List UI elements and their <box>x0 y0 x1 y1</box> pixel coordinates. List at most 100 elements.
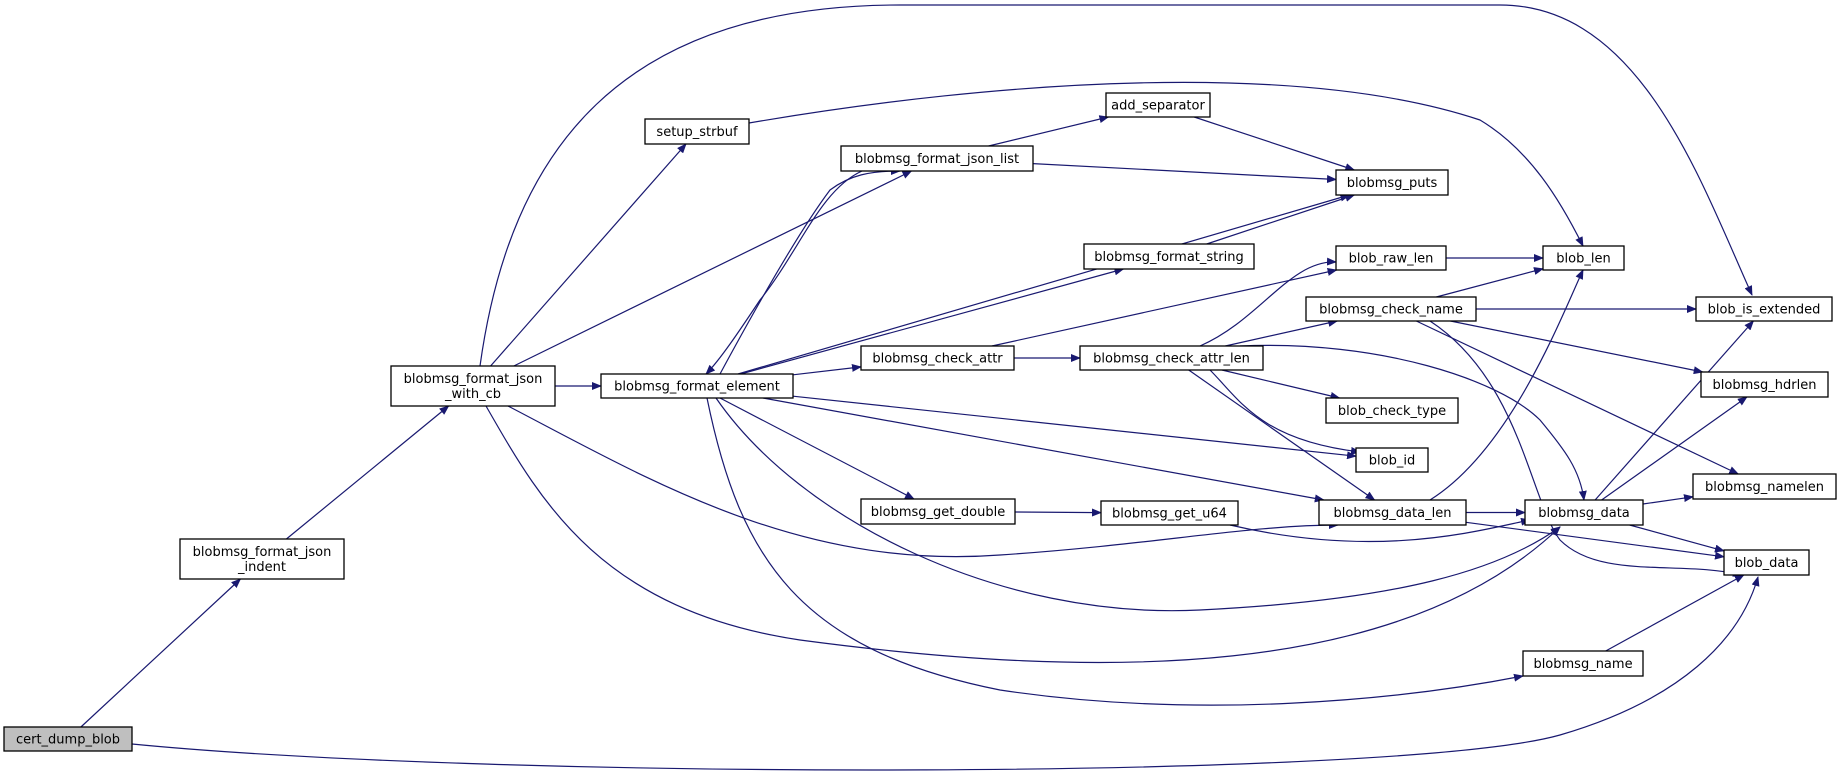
node-box <box>860 498 1016 525</box>
edge-blobmsg_format_string-to-blobmsg_puts <box>1206 194 1356 245</box>
node-blobmsg_data_len[interactable]: blobmsg_data_len <box>1318 499 1467 526</box>
node-box <box>1083 243 1255 270</box>
node-label: blob_len <box>1556 252 1610 267</box>
edge-setup_strbuf-to-blob_len <box>748 81 1584 247</box>
edge-blobmsg_format_element-to-blobmsg_get_double <box>719 397 915 500</box>
node-blobmsg_check_attr_len[interactable]: blobmsg_check_attr_len <box>1079 345 1264 371</box>
node-box <box>1335 169 1449 196</box>
edge-blobmsg_format_json_with_cb-to-setup_strbuf <box>490 143 687 367</box>
edge-blobmsg_format_element-to-blobmsg_format_json_list <box>719 167 901 375</box>
edge-blobmsg_check_attr_len-to-blobmsg_check_name <box>1225 319 1339 347</box>
edge-blobmsg_check_attr_len-to-blobmsg_data <box>1239 344 1587 501</box>
node-box <box>840 145 1034 172</box>
edge-cert_dump_blob-to-blob_data <box>131 576 1760 771</box>
node-blobmsg_format_element[interactable]: blobmsg_format_element <box>600 373 794 399</box>
edge-blobmsg_format_json_with_cb-to-blobmsg_data_len <box>507 405 1339 558</box>
node-label: blobmsg_data_len <box>1334 506 1452 521</box>
node-blob_id[interactable]: blob_id <box>1355 447 1429 473</box>
node-blob_raw_len[interactable]: blob_raw_len <box>1335 245 1447 271</box>
edge-blobmsg_format_json_with_cb-to-blob_is_extended <box>479 4 1753 367</box>
node-label: blobmsg_puts <box>1347 176 1438 191</box>
node-label: blobmsg_get_double <box>871 505 1005 520</box>
node-box <box>1723 549 1810 576</box>
node-blobmsg_get_u64[interactable]: blobmsg_get_u64 <box>1100 500 1239 526</box>
node-box <box>1524 499 1644 526</box>
node-blobmsg_check_name[interactable]: blobmsg_check_name <box>1305 296 1477 322</box>
edge-cert_dump_blob-to-blobmsg_format_json_indent <box>80 578 242 728</box>
node-label: blobmsg_format_string <box>1094 250 1243 265</box>
edge-blobmsg_format_element-to-blobmsg_puts <box>737 193 1351 375</box>
node-box <box>1318 499 1467 526</box>
node-label: blob_raw_len <box>1349 252 1434 267</box>
node-label: cert_dump_blob <box>16 733 120 748</box>
nodes-layer: cert_dump_blobblobmsg_format_json_indent… <box>3 92 1837 752</box>
edge-add_separator-to-blobmsg_puts <box>1194 116 1356 171</box>
node-blobmsg_data[interactable]: blobmsg_data <box>1524 499 1644 526</box>
node-box <box>1692 473 1837 500</box>
node-add_separator[interactable]: add_separator <box>1105 92 1211 118</box>
node-blob_len[interactable]: blob_len <box>1542 245 1625 271</box>
edge-blobmsg_format_element-to-blob_id <box>792 395 1357 460</box>
edge-blobmsg_check_name-to-blobmsg_hdrlen <box>1450 320 1704 375</box>
node-blobmsg_hdrlen[interactable]: blobmsg_hdrlen <box>1700 371 1829 398</box>
node-cert_dump_blob[interactable]: cert_dump_blob <box>3 726 133 752</box>
node-box <box>600 373 794 399</box>
node-label: _indent <box>237 560 286 575</box>
node-blob_data[interactable]: blob_data <box>1723 549 1810 576</box>
node-label: blobmsg_data <box>1538 506 1630 521</box>
edge-blobmsg_format_element-to-blobmsg_data <box>715 397 1561 612</box>
node-label: blobmsg_hdrlen <box>1713 378 1817 393</box>
node-label: blobmsg_get_u64 <box>1112 507 1227 522</box>
node-box <box>1542 245 1625 271</box>
edge-blobmsg_data-to-blobmsg_namelen <box>1642 494 1694 505</box>
edge-blobmsg_format_json_with_cb-to-blobmsg_format_json_list <box>513 170 913 367</box>
node-blobmsg_get_double[interactable]: blobmsg_get_double <box>860 498 1016 525</box>
node-blobmsg_format_string[interactable]: blobmsg_format_string <box>1083 243 1255 270</box>
node-label: blobmsg_name <box>1533 657 1632 672</box>
node-box <box>179 538 345 580</box>
node-box <box>1695 296 1833 322</box>
edge-blobmsg_get_double-to-blobmsg_get_u64 <box>1014 508 1102 517</box>
edge-blobmsg_check_name-to-blob_data <box>1429 320 1743 577</box>
node-box <box>1700 371 1829 398</box>
node-blob_check_type[interactable]: blob_check_type <box>1325 397 1459 424</box>
node-blobmsg_check_attr[interactable]: blobmsg_check_attr <box>860 345 1015 371</box>
edge-blobmsg_check_attr_len-to-blob_id <box>1209 369 1361 455</box>
node-box <box>1079 345 1264 371</box>
edge-blobmsg_data_len-to-blob_len <box>1429 269 1584 501</box>
node-box <box>1105 92 1211 118</box>
edge-blobmsg_name-to-blob_data <box>1605 574 1745 652</box>
node-setup_strbuf[interactable]: setup_strbuf <box>644 118 750 145</box>
node-blobmsg_name[interactable]: blobmsg_name <box>1522 650 1644 677</box>
node-box <box>860 345 1015 371</box>
node-box <box>390 365 556 407</box>
edge-blobmsg_format_json_with_cb-to-blobmsg_data <box>485 405 1561 664</box>
node-label: blobmsg_check_name <box>1319 303 1463 318</box>
node-blobmsg_format_json_with_cb[interactable]: blobmsg_format_json_with_cb <box>390 365 556 407</box>
node-box <box>3 726 133 752</box>
node-label: _with_cb <box>444 387 501 402</box>
node-label: blob_id <box>1369 454 1415 469</box>
node-blob_is_extended[interactable]: blob_is_extended <box>1695 296 1833 322</box>
edge-blobmsg_check_name-to-blob_len <box>1436 267 1544 298</box>
edge-blobmsg_data-to-blobmsg_hdrlen <box>1601 396 1748 501</box>
edge-blobmsg_check_attr_len-to-blob_check_type <box>1221 369 1341 400</box>
node-blobmsg_format_json_indent[interactable]: blobmsg_format_json_indent <box>179 538 345 580</box>
node-label: blobmsg_check_attr <box>872 352 1003 367</box>
edge-blobmsg_get_u64-to-blobmsg_data <box>1229 517 1531 543</box>
node-box <box>1325 397 1459 424</box>
node-label: blobmsg_format_json_list <box>855 152 1019 167</box>
node-label: blobmsg_format_json <box>404 372 543 387</box>
node-blobmsg_puts[interactable]: blobmsg_puts <box>1335 169 1449 196</box>
edge-blobmsg_format_element-to-blobmsg_data_len <box>762 397 1325 503</box>
node-blobmsg_format_json_list[interactable]: blobmsg_format_json_list <box>840 145 1034 172</box>
node-box <box>1305 296 1477 322</box>
node-box <box>1100 500 1239 526</box>
edge-blobmsg_data-to-blob_is_extended <box>1594 320 1755 501</box>
node-label: add_separator <box>1111 99 1205 114</box>
node-box <box>644 118 750 145</box>
edge-blobmsg_data-to-blob_data <box>1629 524 1725 553</box>
node-blobmsg_namelen[interactable]: blobmsg_namelen <box>1692 473 1837 500</box>
edge-blobmsg_format_element-to-blobmsg_format_string <box>740 267 1125 375</box>
